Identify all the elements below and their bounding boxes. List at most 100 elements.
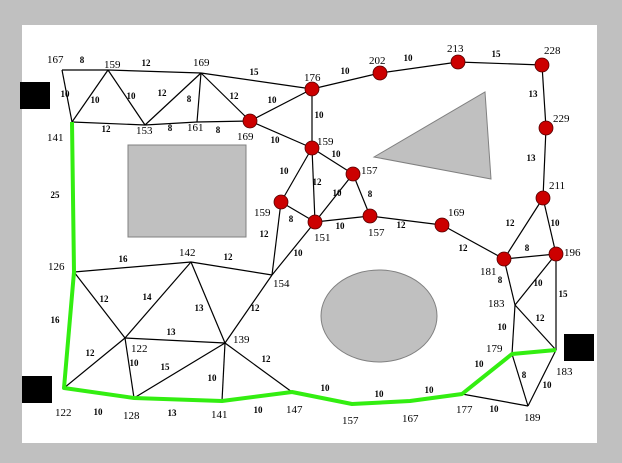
node-label: 157	[342, 415, 359, 427]
graph-edge	[133, 342, 226, 399]
edge-weight-label: 10	[490, 404, 500, 414]
graph-edge	[511, 353, 529, 407]
visited-node-marker	[535, 190, 551, 206]
node-label: 157	[368, 227, 385, 239]
edge-weight-label: 12	[536, 313, 546, 323]
graph-edge	[314, 215, 371, 223]
edge-weight-label: 15	[161, 362, 171, 372]
node-label: 122	[55, 407, 72, 419]
visited-node-marker	[372, 65, 388, 81]
edge-weight-label: 10	[268, 95, 278, 105]
graph-edge	[71, 69, 109, 123]
start-terminal	[20, 82, 50, 109]
edge-weight-label: 10	[404, 53, 414, 63]
node-label: 183	[488, 298, 505, 310]
visited-node-marker	[534, 57, 550, 73]
graph-edge	[503, 197, 544, 260]
node-label: 183	[556, 366, 573, 378]
node-label: 189	[524, 412, 541, 424]
visited-node-marker	[450, 54, 466, 70]
nodes-layer	[242, 54, 564, 267]
edge-weight-label: 16	[119, 254, 129, 264]
graph-edge	[280, 147, 313, 203]
visited-node-marker	[362, 208, 378, 224]
edge-weight-label: 10	[475, 359, 485, 369]
graph-edge	[457, 61, 543, 66]
graph-edge	[541, 64, 547, 129]
edge-weight-label: 15	[250, 67, 260, 77]
edge-weight-label: 12	[397, 220, 407, 230]
node-label: 196	[564, 247, 581, 259]
graph-edge	[542, 197, 557, 255]
node-label: 153	[136, 125, 153, 137]
edge-weight-label: 12	[158, 88, 168, 98]
graph-edge	[144, 121, 198, 126]
graph-edge	[369, 215, 443, 226]
node-label: 159	[104, 59, 121, 71]
node-label: 169	[448, 207, 465, 219]
visited-node-marker	[307, 214, 323, 230]
edge-weight-label: 13	[167, 327, 177, 337]
graph-edge	[224, 274, 273, 344]
edge-weight-label: 15	[492, 49, 502, 59]
edge-weight-label: 10	[336, 221, 346, 231]
visited-node-marker	[304, 140, 320, 156]
edge-weight-label: 10	[294, 248, 304, 258]
edge-weight-label: 12	[102, 124, 112, 134]
visited-node-marker	[496, 251, 512, 267]
shortest-path	[62, 121, 557, 406]
node-label: 161	[187, 122, 204, 134]
edge-weight-label: 8	[498, 275, 503, 285]
edge-weight-label: 10	[375, 389, 385, 399]
node-label: 177	[456, 404, 473, 416]
graph-edge	[124, 337, 135, 399]
graph-edge	[200, 72, 251, 122]
edge-weight-label: 10	[315, 110, 325, 120]
node-label: 147	[286, 404, 303, 416]
node-label: 167	[47, 54, 64, 66]
node-label: 229	[553, 113, 570, 125]
graph-edge	[314, 173, 354, 223]
edge-weight-label: 10	[332, 149, 342, 159]
graph-edge	[352, 173, 371, 217]
edge-weight-label: 12	[142, 58, 152, 68]
node-label: 202	[369, 55, 386, 67]
graph-edge	[196, 72, 202, 123]
graph-edge	[311, 72, 381, 90]
graph-edge	[124, 337, 226, 344]
node-label: 169	[237, 131, 254, 143]
edge-weight-label: 10	[425, 385, 435, 395]
visited-node-marker	[434, 217, 450, 233]
edge-weight-label: 12	[506, 218, 516, 228]
edge-weight-label: 12	[100, 294, 110, 304]
edge-weight-label: 10	[208, 373, 218, 383]
graph-edge	[271, 221, 316, 276]
graph-edge	[527, 349, 557, 407]
node-label: 157	[361, 165, 378, 177]
graph-edge	[71, 121, 146, 126]
node-label: 141	[211, 409, 228, 421]
node-label: 176	[304, 72, 321, 84]
node-label: 211	[549, 180, 565, 192]
edge-weight-label: 13	[168, 408, 178, 418]
edge-weight-label: 8	[522, 370, 527, 380]
edge-weight-label: 10	[130, 358, 140, 368]
graph-edge	[144, 72, 202, 126]
edge-weight-label: 10	[321, 383, 331, 393]
graph-edge	[249, 88, 313, 122]
left-terminal	[22, 376, 52, 403]
node-label: 122	[131, 343, 148, 355]
visited-node-marker	[538, 120, 554, 136]
graph-edge	[124, 261, 192, 339]
goal-terminal	[564, 334, 594, 361]
graph-edge	[514, 253, 557, 306]
visited-node-marker	[548, 246, 564, 262]
edge-weight-label: 13	[529, 89, 539, 99]
node-label: 139	[233, 334, 250, 346]
edge-weight-label: 12	[313, 177, 323, 187]
node-label: 213	[447, 43, 464, 55]
node-label: 126	[48, 261, 65, 273]
ellipse-obstacle	[320, 269, 438, 363]
graph-edge	[107, 69, 146, 126]
